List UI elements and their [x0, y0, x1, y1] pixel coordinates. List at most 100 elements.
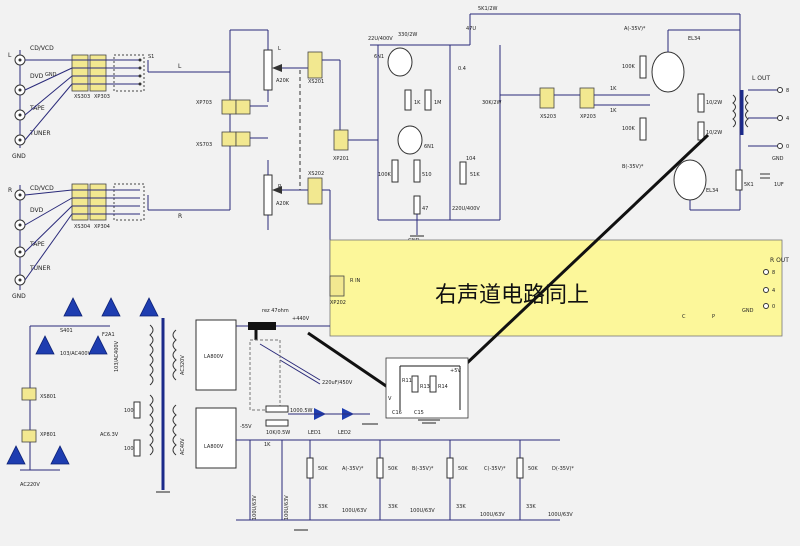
svg-text:100K: 100K [622, 64, 636, 70]
svg-text:D(-35V)*: D(-35V)* [552, 466, 574, 472]
svg-text:6N1: 6N1 [374, 54, 384, 60]
preamp-section: XP201 22U/400V 330/2W 5K1/2W 47U 6N1 6N1… [333, 6, 740, 244]
svg-text:XP304: XP304 [94, 224, 110, 230]
svg-text:30K/2W: 30K/2W [482, 100, 502, 106]
svg-text:+5V: +5V [450, 368, 461, 374]
right-channel-note: 右声道电路同上 [435, 283, 589, 308]
svg-text:XS202: XS202 [308, 171, 324, 177]
svg-text:XS801: XS801 [40, 394, 56, 400]
svg-text:XS304: XS304 [74, 224, 90, 230]
svg-text:330/2W: 330/2W [398, 32, 417, 38]
svg-text:EL34: EL34 [706, 188, 718, 194]
svg-text:22U/400V: 22U/400V [368, 36, 393, 42]
svg-text:XS703: XS703 [196, 142, 212, 148]
svg-text:50K: 50K [318, 466, 328, 472]
svg-text:TUNER: TUNER [29, 130, 51, 137]
svg-text:8: 8 [786, 88, 789, 94]
svg-text:DVD: DVD [30, 207, 44, 214]
svg-text:6N1: 6N1 [424, 144, 434, 150]
svg-text:10/2W: 10/2W [706, 130, 722, 136]
svg-text:F2A1: F2A1 [102, 332, 115, 338]
svg-text:A(-35V)*: A(-35V)* [624, 26, 646, 32]
svg-text:1K: 1K [414, 100, 421, 106]
svg-text:R13: R13 [420, 384, 430, 390]
svg-text:V: V [388, 396, 392, 402]
svg-text:1K: 1K [610, 86, 617, 92]
input-group-right: R CD/VCD DVD TAPE TUNER GND [8, 185, 73, 300]
svg-text:103/AC400V: 103/AC400V [114, 340, 120, 372]
svg-text:S401: S401 [60, 328, 73, 334]
svg-text:L: L [278, 46, 281, 52]
svg-text:XS201: XS201 [308, 79, 324, 85]
svg-text:47: 47 [422, 206, 428, 212]
right-channel-box: 右声道电路同上 R IN XP202 C P R OUT 8 4 0 GND [329, 239, 789, 337]
svg-text:XP202: XP202 [330, 300, 346, 306]
bias-b: 50K B(-35V)* 33K 100U/63V [376, 440, 435, 520]
svg-text:A20K: A20K [276, 201, 290, 207]
svg-text:R14: R14 [438, 384, 448, 390]
svg-text:P: P [712, 314, 715, 320]
svg-text:GND: GND [12, 153, 26, 160]
svg-text:33K: 33K [526, 504, 536, 510]
svg-text:AC320V: AC320V [180, 355, 186, 375]
svg-text:+440V: +440V [292, 316, 310, 322]
svg-text:1UF: 1UF [774, 182, 784, 188]
svg-text:100U/63V: 100U/63V [284, 495, 290, 520]
svg-text:47U: 47U [466, 26, 476, 32]
svg-text:XP801: XP801 [40, 432, 56, 438]
svg-text:LA800V: LA800V [204, 354, 224, 360]
svg-text:0: 0 [786, 144, 789, 150]
svg-text:LED1: LED1 [308, 430, 321, 436]
svg-text:GND: GND [12, 293, 26, 300]
svg-text:1000.5W: 1000.5W [290, 408, 312, 414]
bias-d: 50K D(-35V)* 33K 100U/63V [516, 440, 574, 520]
svg-text:R IN: R IN [350, 278, 361, 284]
svg-text:1K: 1K [264, 442, 271, 448]
svg-text:10/2W: 10/2W [706, 100, 722, 106]
svg-text:0: 0 [772, 304, 775, 310]
bias-c: 50K C(-35V)* 33K 100U/63V [446, 440, 506, 520]
svg-text:10K/0.5W: 10K/0.5W [266, 430, 290, 436]
input-group-left: L CD/VCD DVD TAPE TUNER GND GND [8, 45, 73, 160]
svg-text:R OUT: R OUT [770, 257, 789, 264]
bias-a: 50K A(-35V)* 33K 100U/63V [306, 440, 367, 520]
svg-text:L OUT: L OUT [752, 75, 770, 82]
svg-text:L: L [8, 52, 12, 59]
svg-text:XS203: XS203 [540, 114, 556, 120]
svg-text:TUNER: TUNER [29, 265, 51, 272]
svg-text:XP303: XP303 [94, 94, 110, 100]
svg-text:33K: 33K [318, 504, 328, 510]
svg-text:4: 4 [772, 288, 775, 294]
svg-text:100U/63V: 100U/63V [480, 512, 505, 518]
svg-text:8: 8 [772, 270, 775, 276]
power-supply: rez 47ohm +440V 220uF/450V S401 F2A1 103… [6, 297, 560, 531]
svg-text:R: R [178, 213, 182, 220]
svg-text:B(-35V)*: B(-35V)* [412, 466, 434, 472]
svg-text:100: 100 [124, 446, 134, 452]
svg-text:100U/63V: 100U/63V [410, 508, 435, 514]
svg-text:100: 100 [124, 408, 134, 414]
svg-text:510: 510 [422, 172, 432, 178]
bias-network: 50K A(-35V)* 33K 100U/63V 50K B(-35V)* 3… [306, 440, 574, 520]
svg-text:50K: 50K [528, 466, 538, 472]
selector-switch-left: S1 L [106, 54, 230, 92]
svg-text:1K: 1K [610, 108, 617, 114]
svg-text:33K: 33K [388, 504, 398, 510]
svg-text:R11: R11 [402, 378, 412, 384]
svg-text:100U/63V: 100U/63V [548, 512, 573, 518]
svg-text:C: C [682, 314, 686, 320]
svg-text:A20K: A20K [276, 78, 290, 84]
svg-text:5K1: 5K1 [744, 182, 754, 188]
svg-text:33K: 33K [456, 504, 466, 510]
svg-text:GND: GND [772, 156, 784, 162]
svg-text:CD/VCD: CD/VCD [30, 185, 54, 192]
svg-text:EL34: EL34 [688, 36, 700, 42]
svg-text:220U/400V: 220U/400V [452, 206, 480, 212]
svg-text:A(-35V)*: A(-35V)* [342, 466, 364, 472]
svg-text:LED2: LED2 [338, 430, 351, 436]
power-stage: A(-35V)* B(-35V)* 100K 100K 1K 1K EL34 E… [610, 14, 789, 211]
svg-text:S1: S1 [148, 54, 154, 60]
svg-text:B(-35V)*: B(-35V)* [622, 164, 644, 170]
svg-text:5K1/2W: 5K1/2W [478, 6, 498, 12]
